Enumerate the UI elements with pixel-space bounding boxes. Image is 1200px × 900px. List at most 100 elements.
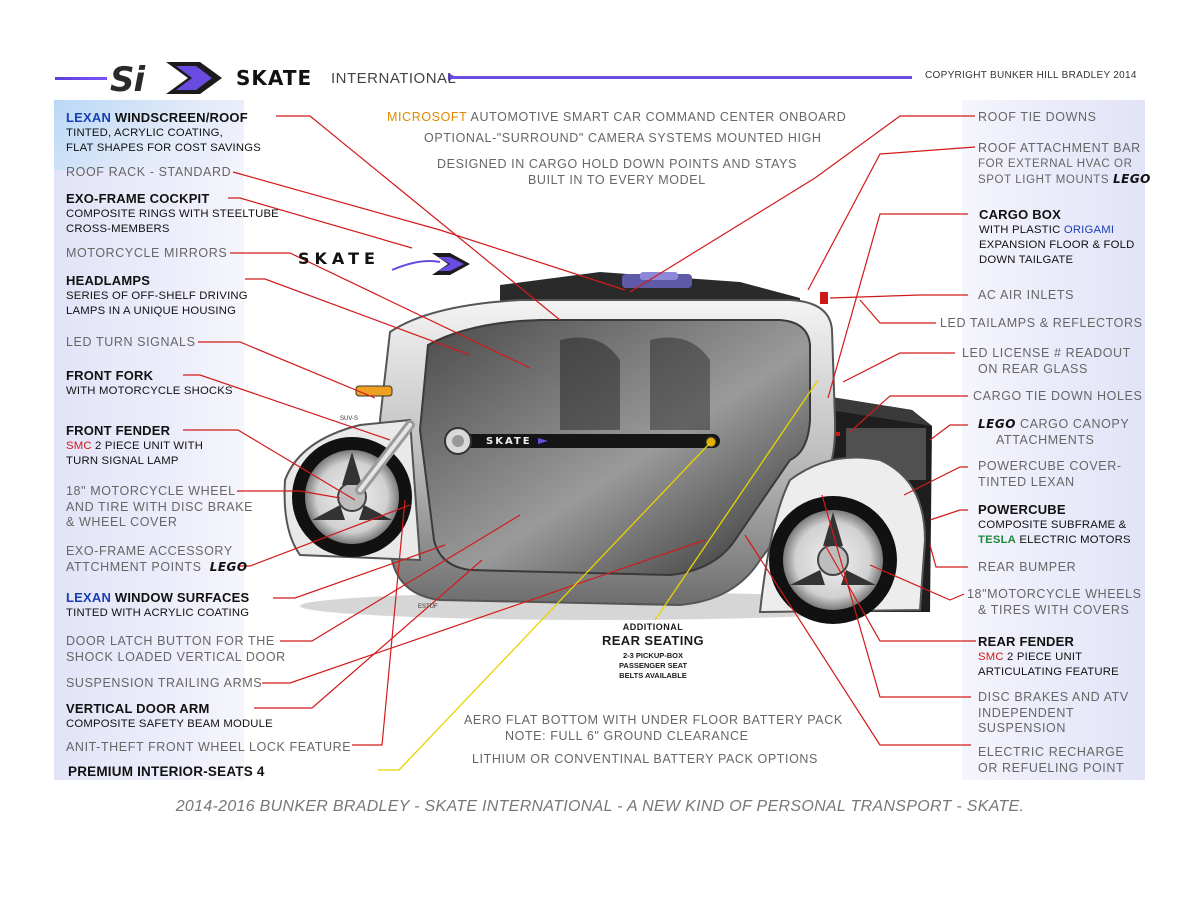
label-text: SPOT LIGHT MOUNTS [978, 174, 1110, 186]
rear-seating-sub2: PASSENGER SEAT [618, 661, 688, 670]
label-text: ROOF ATTACHMENT BAR [978, 141, 1141, 155]
label-sub: COMPOSITE SAFETY BEAM MODULE [66, 718, 273, 730]
right-label-panel [962, 100, 1145, 780]
label-cargo-canopy: LEGO CARGO CANOPY ATTACHMENTS [978, 417, 1129, 448]
logo-skate: SKATE [236, 66, 313, 90]
label-text: REAR BUMPER [978, 560, 1077, 574]
label-text: ELECTRIC RECHARGE [978, 745, 1125, 759]
label-text: ATTACHMENTS [996, 432, 1095, 447]
label-rear-bumper: REAR BUMPER [978, 560, 1076, 576]
label-title: HEADLAMPS [66, 273, 151, 288]
label-title: VERTICAL DOOR ARM [66, 701, 210, 716]
label-sub: WITH PLASTIC [979, 224, 1064, 236]
label-text: OR REFUELING POINT [978, 760, 1125, 775]
label-title: CARGO BOX [979, 207, 1061, 222]
label-roof-attachment-bar: ROOF ATTACHMENT BAR FOR EXTERNAL HVAC OR… [978, 141, 1151, 189]
label-text: INDEPENDENT [978, 705, 1075, 720]
label-text: AND TIRE WITH DISC BRAKE [66, 499, 254, 514]
header-rule-left [55, 77, 107, 80]
front-wheel [292, 437, 412, 557]
rear-seating-sub3: BELTS AVAILABLE [619, 671, 687, 680]
label-text: ON REAR GLASS [978, 361, 1088, 376]
label-window-surfaces: LEXAN WINDOW SURFACES TINTED WITH ACRYLI… [66, 590, 249, 621]
footer-caption: 2014-2016 BUNKER BRADLEY - SKATE INTERNA… [175, 798, 1025, 815]
label-title: WINDSCREEN/ROOF [111, 110, 248, 125]
label-title: FRONT FORK [66, 368, 154, 383]
label-sub: FLAT SHAPES FOR COST SAVINGS [66, 142, 261, 154]
lexan-brand: LEXAN [66, 590, 112, 605]
label-sub: DOWN TAILGATE [979, 254, 1074, 266]
lego-brand: LEGO [209, 559, 248, 574]
label-ac-inlets: AC AIR INLETS [978, 288, 1074, 304]
label-sub: COMPOSITE SUBFRAME & [978, 519, 1127, 531]
label-premium-interior: PREMIUM INTERIOR-SEATS 4 [68, 764, 265, 780]
label-text: ATTCHMENT POINTS [66, 559, 202, 574]
label-front-fender: FRONT FENDER SMC 2 PIECE UNIT WITH TURN … [66, 423, 203, 469]
label-sub: TURN SIGNAL LAMP [66, 455, 179, 467]
rear-seating-pre: ADDITIONAL [622, 622, 684, 632]
label-text: 18" MOTORCYCLE WHEEL [66, 484, 236, 498]
tesla-brand: TESLA [978, 534, 1017, 546]
bottom-note-battery: LITHIUM OR CONVENTINAL BATTERY PACK OPTI… [472, 752, 818, 766]
label-sub: COMPOSITE RINGS WITH STEELTUBE [66, 208, 279, 220]
skate-badge: SKATE [298, 249, 380, 268]
label-text: CARGO CANOPY [1015, 417, 1130, 431]
label-text: LED TAILAMPS & REFLECTORS [940, 316, 1143, 330]
label-text: TINTED LEXAN [978, 474, 1075, 489]
label-title: WINDOW SURFACES [111, 590, 250, 605]
center-note-camera: OPTIONAL-"SURROUND" CAMERA SYSTEMS MOUNT… [424, 131, 822, 145]
label-disc-brakes: DISC BRAKES AND ATV INDEPENDENT SUSPENSI… [978, 690, 1129, 737]
label-roof-rack: ROOF RACK - STANDARD [66, 165, 231, 181]
lego-brand: LEGO [978, 417, 1016, 431]
label-sub: 2 PIECE UNIT [1003, 651, 1083, 663]
bottom-note-aero: AERO FLAT BOTTOM WITH UNDER FLOOR BATTER… [464, 713, 843, 727]
label-sub: SERIES OF OFF-SHELF DRIVING [66, 290, 248, 302]
rear-seating-title: REAR SEATING [601, 633, 705, 648]
label-title-rest: SEATS 4 [207, 764, 265, 779]
lego-brand: LEGO [1112, 172, 1151, 186]
label-text: SHOCK LOADED VERTICAL DOOR [66, 649, 286, 664]
label-headlamps: HEADLAMPS SERIES OF OFF-SHELF DRIVING LA… [66, 273, 248, 319]
label-title: REAR FENDER [978, 634, 1075, 649]
label-sub: EXPANSION FLOOR & FOLD [979, 239, 1135, 251]
label-trailing-arms: SUSPENSION TRAILING ARMS [66, 676, 262, 692]
label-text: DISC BRAKES AND ATV [978, 690, 1129, 704]
label-title: FRONT FENDER [66, 423, 171, 438]
label-anti-theft: ANIT-THEFT FRONT WHEEL LOCK FEATURE [66, 740, 351, 756]
logo-si: Si [110, 60, 145, 100]
label-text: AC AIR INLETS [978, 288, 1075, 302]
label-title: POWERCUBE [978, 502, 1066, 517]
copyright-notice: COPYRIGHT BUNKER HILL BRADLEY 2014 [925, 70, 1137, 81]
smc-brand: SMC [978, 651, 1004, 663]
label-cargo-holes: CARGO TIE DOWN HOLES [973, 389, 1142, 405]
label-sub: ELECTRIC MOTORS [1016, 534, 1131, 546]
rear-seating-callout: ADDITIONAL REAR SEATING 2-3 PICKUP-BOX P… [583, 622, 723, 681]
door-badge-arrow-icon [538, 438, 548, 444]
label-sub: CROSS-MEMBERS [66, 223, 170, 235]
label-text: & TIRES WITH COVERS [978, 602, 1130, 617]
label-sub: TINTED, ACRYLIC COATING, [66, 127, 223, 139]
label-license-readout: LED LICENSE # READOUT ON REAR GLASS [962, 346, 1131, 377]
label-sub: WITH MOTORCYCLE SHOCKS [66, 385, 233, 397]
center-note-microsoft: MICROSOFT AUTOMOTIVE SMART CAR COMMAND C… [387, 110, 846, 124]
center-note-cargo-points: DESIGNED IN CARGO HOLD DOWN POINTS AND S… [437, 157, 798, 171]
label-tailamps: LED TAILAMPS & REFLECTORS [940, 316, 1143, 332]
label-sub: 2 PIECE UNIT WITH [91, 440, 204, 452]
label-text: SUSPENSION TRAILING ARMS [66, 676, 263, 690]
label-text: 18"MOTORCYCLE WHEELS [967, 587, 1142, 601]
label-turn-signals: LED TURN SIGNALS [66, 335, 196, 351]
label-text: MOTORCYCLE MIRRORS [66, 246, 228, 260]
label-text: CARGO TIE DOWN HOLES [973, 389, 1143, 403]
label-title: EXO-FRAME COCKPIT [66, 191, 210, 206]
label-vertical-door-arm: VERTICAL DOOR ARM COMPOSITE SAFETY BEAM … [66, 701, 273, 732]
label-text: ANIT-THEFT FRONT WHEEL LOCK FEATURE [66, 740, 352, 754]
center-note-built-in: BUILT IN TO EVERY MODEL [528, 173, 706, 187]
bottom-note-clearance: NOTE: FULL 6" GROUND CLEARANCE [505, 729, 749, 743]
origami-brand: ORIGAMI [1063, 224, 1115, 236]
label-lexan-windscreen: LEXAN WINDSCREEN/ROOF TINTED, ACRYLIC CO… [66, 110, 261, 156]
microsoft-brand: MICROSOFT [387, 110, 468, 124]
label-rear-wheels: 18"MOTORCYCLE WHEELS & TIRES WITH COVERS [967, 587, 1142, 618]
label-text: LED LICENSE # READOUT [962, 346, 1131, 360]
label-front-wheel: 18" MOTORCYCLE WHEEL AND TIRE WITH DISC … [66, 484, 253, 531]
logo-international: INTERNATIONAL [331, 70, 457, 87]
